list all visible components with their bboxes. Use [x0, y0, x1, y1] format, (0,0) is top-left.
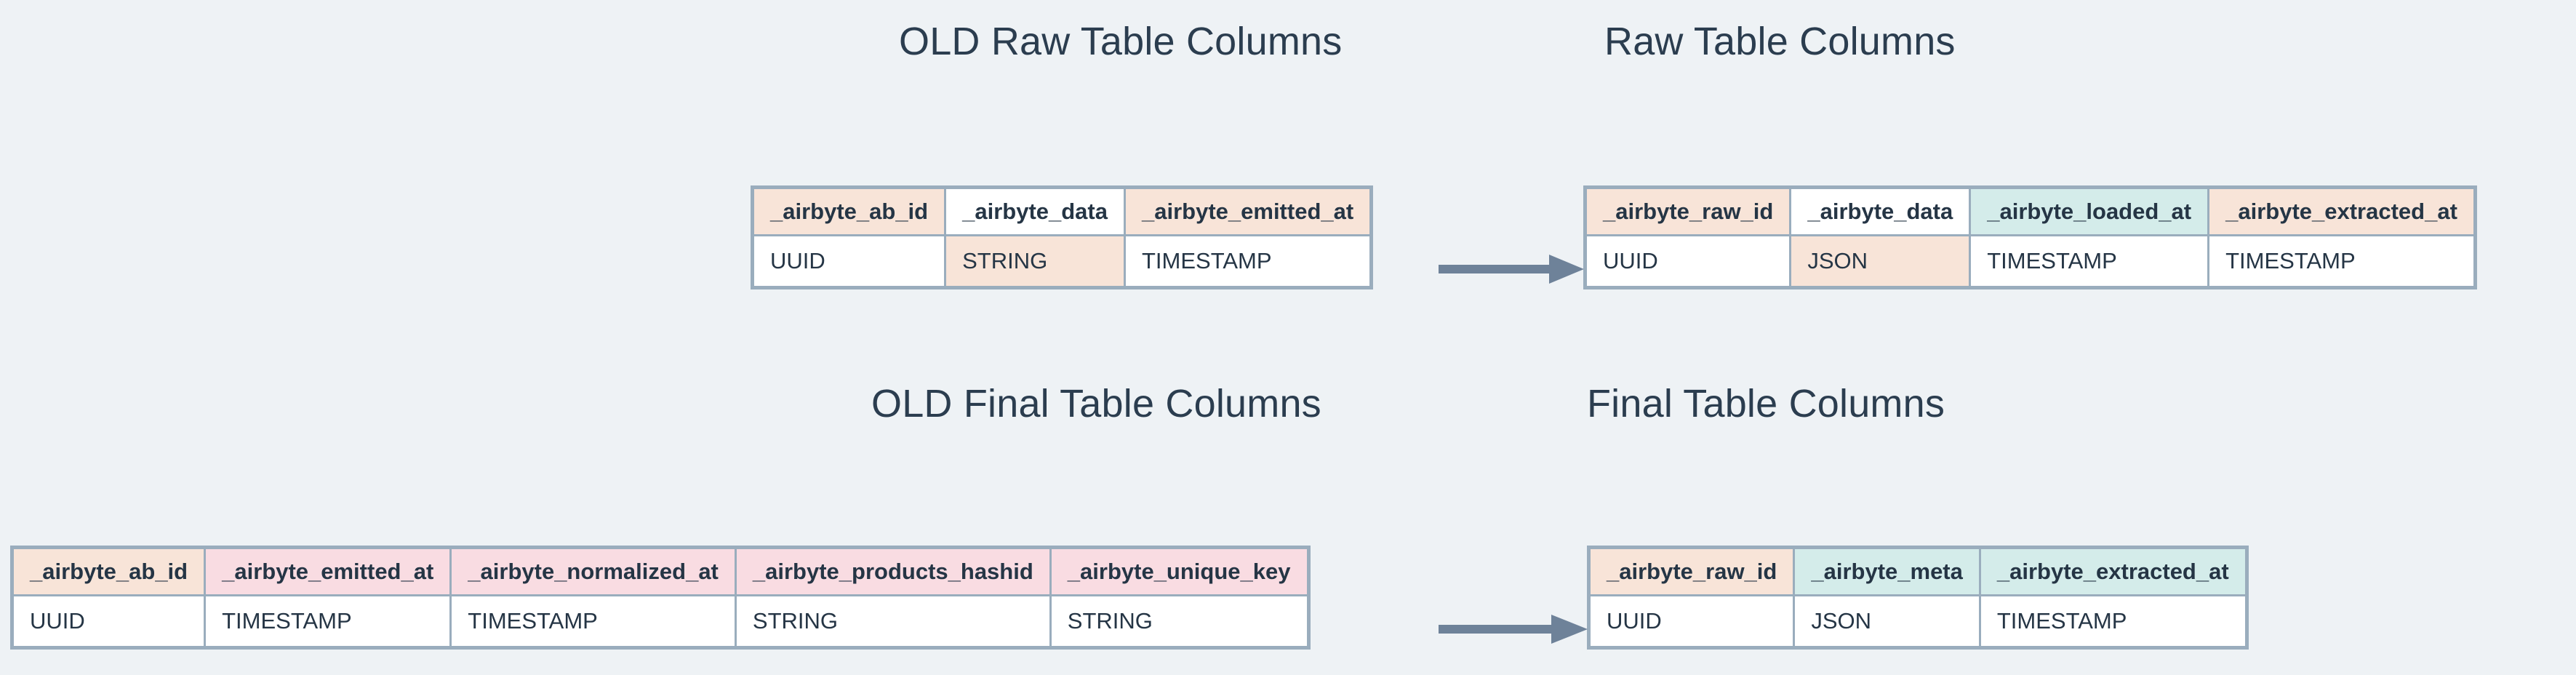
column-header-cell: _airbyte_products_hashid [734, 546, 1052, 596]
column-header-cell: _airbyte_loaded_at [1969, 186, 2210, 236]
column-type-cell: UUID [751, 234, 947, 289]
column-header-cell: _airbyte_normalized_at [449, 546, 737, 596]
column-type-cell: TIMESTAMP [449, 594, 737, 649]
column-header-cell: _airbyte_meta [1793, 546, 1981, 596]
column-header-cell: _airbyte_unique_key [1049, 546, 1310, 596]
column-type-cell: TIMESTAMP [1123, 234, 1373, 289]
title-old-final-table: OLD Final Table Columns [871, 382, 1321, 426]
table-header-row: _airbyte_raw_id_airbyte_data_airbyte_loa… [1583, 186, 2476, 236]
table-header-row: _airbyte_ab_id_airbyte_data_airbyte_emit… [751, 186, 1373, 236]
column-type-cell: UUID [1587, 594, 1796, 649]
column-type-cell: UUID [1583, 234, 1792, 289]
column-type-cell: UUID [10, 594, 207, 649]
column-type-cell: TIMESTAMP [2207, 234, 2476, 289]
column-header-cell: _airbyte_data [1789, 186, 1972, 236]
table-new-raw-columns: _airbyte_raw_id_airbyte_data_airbyte_loa… [1583, 185, 2477, 289]
title-new-final-table: Final Table Columns [1587, 382, 1945, 426]
column-type-cell: STRING [734, 594, 1052, 649]
column-type-cell: TIMESTAMP [204, 594, 452, 649]
column-type-cell: STRING [1049, 594, 1310, 649]
column-type-cell: STRING [944, 234, 1126, 289]
column-type-cell: TIMESTAMP [1978, 594, 2248, 649]
column-header-cell: _airbyte_ab_id [751, 186, 947, 236]
column-header-cell: _airbyte_data [944, 186, 1126, 236]
title-new-raw-table: Raw Table Columns [1604, 20, 1956, 63]
column-header-cell: _airbyte_emitted_at [1123, 186, 1373, 236]
table-old-final-columns: _airbyte_ab_id_airbyte_emitted_at_airbyt… [10, 546, 1311, 650]
table-header-row: _airbyte_ab_id_airbyte_emitted_at_airbyt… [10, 546, 1310, 596]
column-header-cell: _airbyte_raw_id [1587, 546, 1796, 596]
table-old-raw-columns: _airbyte_ab_id_airbyte_data_airbyte_emit… [751, 185, 1374, 289]
column-header-cell: _airbyte_extracted_at [2207, 186, 2476, 236]
column-header-cell: _airbyte_ab_id [10, 546, 207, 596]
column-header-cell: _airbyte_raw_id [1583, 186, 1792, 236]
title-old-raw-table: OLD Raw Table Columns [899, 20, 1343, 63]
column-header-cell: _airbyte_extracted_at [1978, 546, 2248, 596]
column-type-cell: JSON [1789, 234, 1972, 289]
column-header-cell: _airbyte_emitted_at [204, 546, 452, 596]
table-new-final-columns: _airbyte_raw_id_airbyte_meta_airbyte_ext… [1587, 546, 2249, 650]
column-type-cell: TIMESTAMP [1969, 234, 2210, 289]
table-header-row: _airbyte_raw_id_airbyte_meta_airbyte_ext… [1587, 546, 2248, 596]
column-type-cell: JSON [1793, 594, 1981, 649]
arrow-right-icon [1439, 247, 1584, 291]
arrow-right-icon [1439, 607, 1588, 651]
